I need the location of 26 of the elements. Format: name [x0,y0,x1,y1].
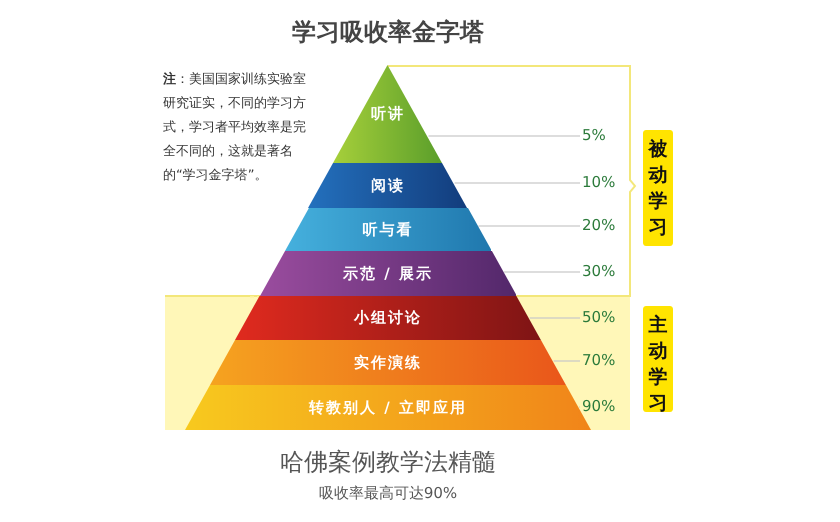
percentage-label: 20% [582,216,616,234]
leader-line [504,271,580,273]
pyramid-band: 听讲 [333,65,442,163]
leader-line [554,360,580,362]
pyramid-band: 示范 / 展示 [260,251,516,296]
leader-line [454,182,580,184]
leader-line [530,317,580,319]
pyramid-band: 阅读 [308,163,468,208]
pyramid-band: 实作演练 [210,340,566,385]
percentage-label: 70% [582,351,616,369]
category-tag: 被动学习 [643,130,673,246]
pyramid-band: 小组讨论 [235,296,541,340]
leader-line [579,406,580,408]
percentage-label: 30% [582,262,616,280]
caption: 哈佛案例教学法精髓 [279,447,497,478]
percentage-label: 10% [582,173,616,191]
category-tag: 主动学习 [643,306,673,412]
leader-line [428,135,580,137]
percentage-label: 90% [582,397,616,415]
subtitle: 吸收率最高可达90% [318,484,458,503]
title: 学习吸收率金字塔 [291,17,485,48]
pyramid-band: 听与看 [284,208,492,251]
percentage-label: 50% [582,308,616,326]
note-text: 注：美国国家训练实验室研究证实，不同的学习方式，学习者平均效率是完全不同的，这就是著名的“学习金字塔”。 [163,70,307,185]
percentage-label: 5% [582,126,606,144]
leader-line [478,225,580,227]
